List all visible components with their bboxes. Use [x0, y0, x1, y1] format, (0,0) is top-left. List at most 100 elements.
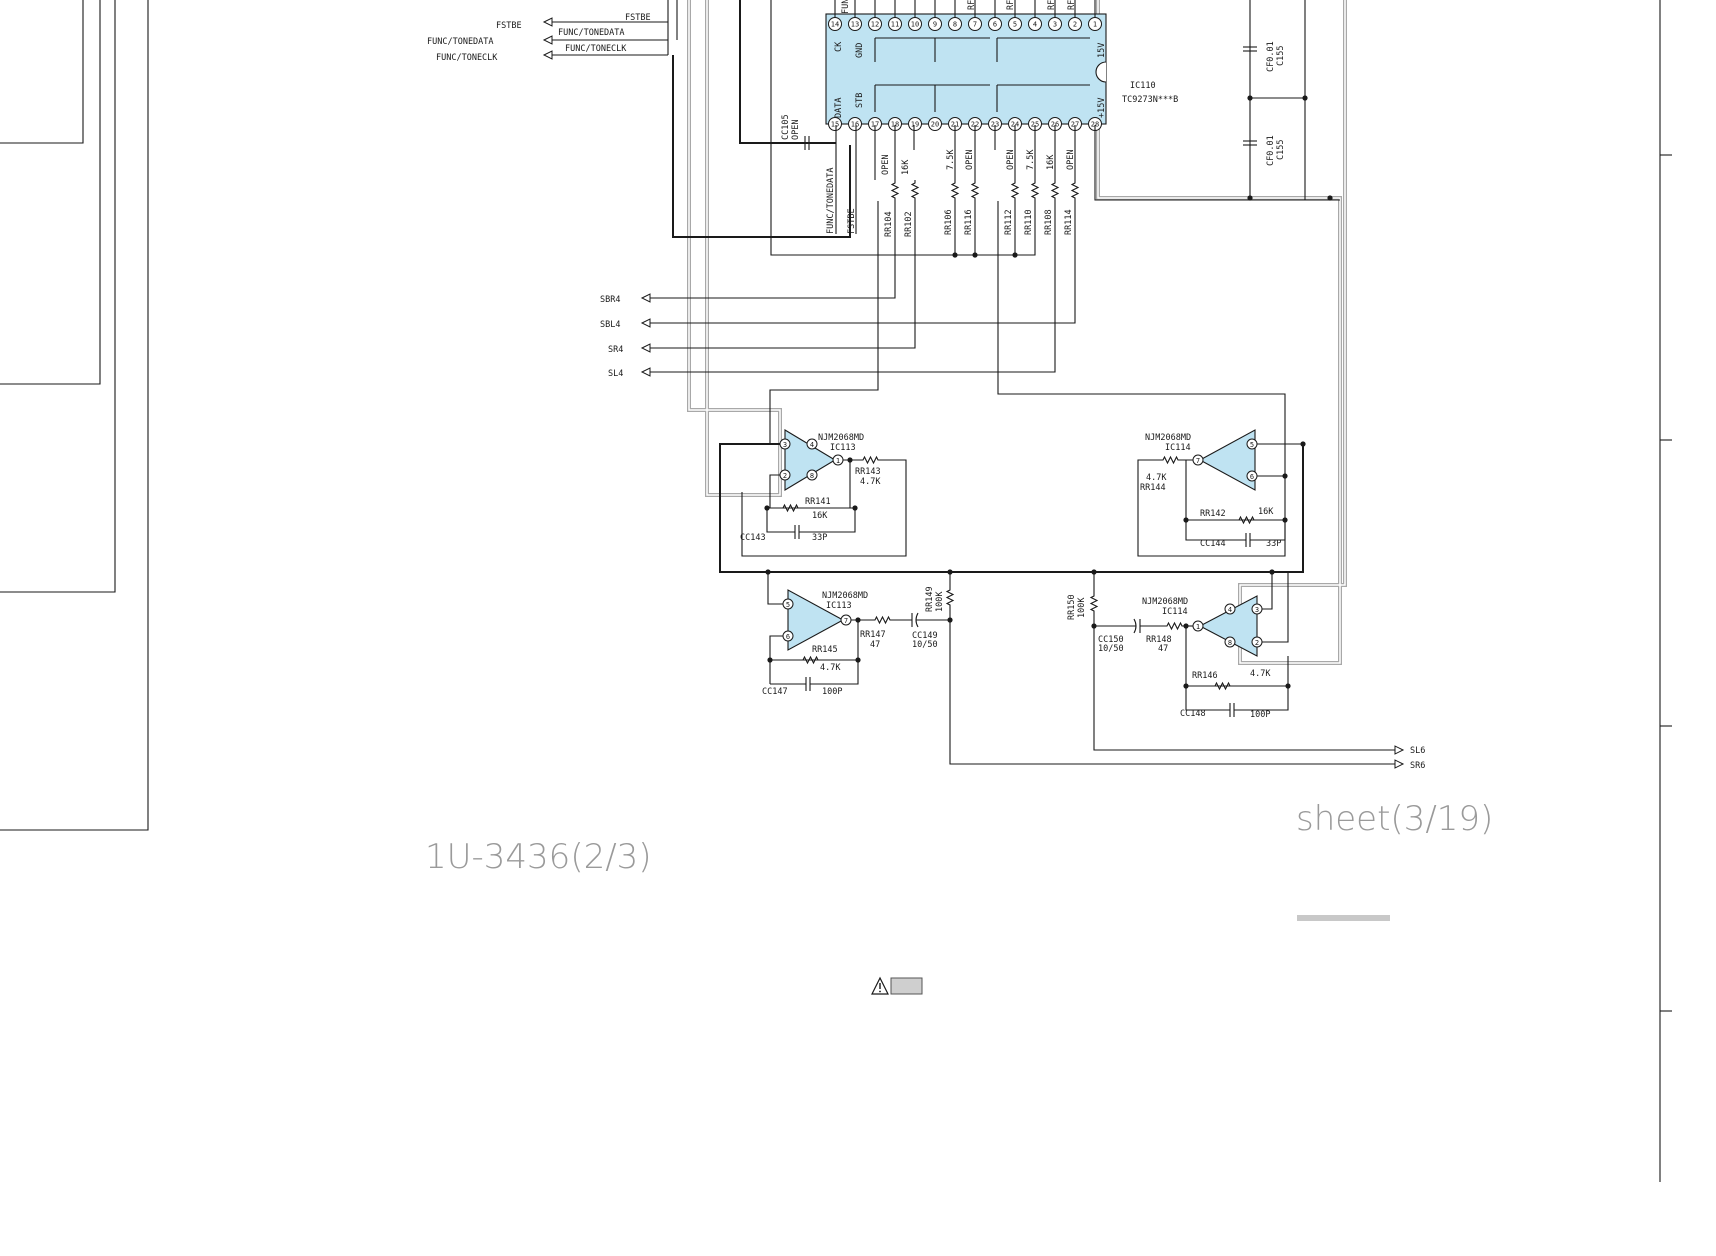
ic110-top-pin-6-number: 6	[993, 21, 997, 29]
ic110-top-pin-7-number: 7	[973, 21, 977, 29]
output-sr4: SR4	[608, 345, 623, 355]
cc144-value: 33P	[1266, 539, 1281, 549]
ic110-top-pin-11-number: 11	[891, 21, 899, 29]
ic110-bottom-pin-19	[908, 117, 922, 131]
ic114b-pin3: 3	[1255, 606, 1259, 614]
ic113b-pin6: 6	[786, 633, 790, 641]
ic110-bottom-pin-26-number: 26	[1051, 121, 1059, 129]
rr147-ref: RR147	[860, 630, 886, 640]
ic110-bottom-pin-20-number: 20	[931, 121, 939, 129]
rr141-ref: RR141	[805, 497, 831, 507]
ic113b	[767, 572, 1395, 765]
rr142-ref: RR142	[1200, 509, 1226, 519]
ic110-top-pin-14	[828, 17, 842, 31]
cc149-ref: CC149	[912, 631, 938, 641]
pin-ck-label: CK	[834, 41, 844, 52]
ic110-bottom-pin-22-number: 22	[971, 121, 979, 129]
ic114b-pin2: 2	[1255, 639, 1259, 647]
ic110-bottom-pin-24-number: 24	[1011, 121, 1019, 129]
ic110-bottom-pin-15-number: 15	[831, 121, 839, 129]
under-fstbe-label: FSTBE	[847, 208, 857, 234]
ic110-top-pin-13-number: 13	[851, 21, 859, 29]
rf-partial-2: RF	[1006, 0, 1016, 10]
ic114b-part: NJM2068MD	[1142, 597, 1188, 607]
rr116-value: OPEN	[965, 150, 975, 170]
ic114a	[1137, 429, 1303, 557]
resistor-wires	[650, 0, 1340, 445]
rr146-ref: RR146	[1192, 671, 1218, 681]
rr112-ref: RR112	[1004, 209, 1014, 235]
ic110-top-pin-7	[968, 17, 982, 31]
ic110-top-pin-10-number: 10	[911, 21, 919, 29]
ic110-top-pin-10	[908, 17, 922, 31]
rr144-value: 4.7K	[1146, 473, 1167, 483]
rr148-value: 47	[1158, 644, 1168, 654]
ic110-bottom-pin-18-number: 18	[891, 121, 899, 129]
cf-cap2-ref: C155	[1276, 140, 1286, 160]
top-signal-wires	[552, 0, 851, 238]
rr110-ref: RR110	[1024, 209, 1034, 235]
ic110-top-pin-2	[1068, 17, 1082, 31]
rr150-value: 100K	[1077, 597, 1087, 618]
ic113a-pin2: 2	[783, 472, 787, 480]
ic113a-part: NJM2068MD	[818, 433, 864, 443]
rr150-ref: RR150	[1067, 594, 1077, 620]
ic110-bottom-pin-19-number: 19	[911, 121, 919, 129]
ic113b-pin7: 7	[844, 617, 848, 625]
rr102-value: 16K	[901, 159, 911, 175]
ic110-part: TC9273N***B	[1122, 95, 1178, 105]
ic110-top-pin-9	[928, 17, 942, 31]
ic113a-pin4: 4	[810, 441, 814, 449]
ic110-top-pin-4-number: 4	[1033, 21, 1037, 29]
ic114b-ref: IC114	[1162, 607, 1188, 617]
cc148-value: 100P	[1250, 710, 1270, 720]
pin-gnd-label: GND	[855, 43, 865, 58]
left-frame-boxes	[0, 0, 149, 831]
output-sl6: SL6	[1410, 746, 1425, 756]
cc147-ref: CC147	[762, 687, 788, 697]
ic114a-pin5: 5	[1250, 441, 1254, 449]
sheet-label: sheet(3/19)	[1296, 799, 1493, 839]
ic110-top-pin-6	[988, 17, 1002, 31]
output-sbl4: SBL4	[600, 320, 620, 330]
rf-partial-1: RF	[967, 0, 977, 10]
ic110-top-pin-1-number: 1	[1093, 21, 1097, 29]
ic110-top-pin-5	[1008, 17, 1022, 31]
ic110-top-pin-12	[868, 17, 882, 31]
cc147-value: 100P	[822, 687, 842, 697]
ic110-bottom-pin-17-number: 17	[871, 121, 879, 129]
ic110-top-pin-11	[888, 17, 902, 31]
ic110-bottom-pin-16-number: 16	[851, 121, 859, 129]
cc148-ref: CC148	[1180, 709, 1206, 719]
right-border	[1659, 0, 1672, 1182]
ic110-bottom-pin-20	[928, 117, 942, 131]
ic110-ref: IC110	[1130, 81, 1156, 91]
ic110-top-pin-8-number: 8	[953, 21, 957, 29]
rr148-ref: RR148	[1146, 635, 1172, 645]
cc143-value: 33P	[812, 533, 827, 543]
ic110-bottom-pin-15	[828, 117, 842, 131]
pin-stb-label: STB	[855, 93, 865, 108]
rr145-value: 4.7K	[820, 663, 841, 673]
ic110-top-pin-8	[948, 17, 962, 31]
rr149-ref: RR149	[925, 586, 935, 612]
ic114b-pin4: 4	[1228, 606, 1232, 614]
func-partial-label: FUNC/T	[841, 0, 851, 14]
ic113b-pin5: 5	[786, 601, 790, 609]
rr114-ref: RR114	[1064, 209, 1074, 235]
pin-p15v-label: +15V	[1097, 98, 1107, 118]
rr142-value: 16K	[1258, 507, 1274, 517]
ic110-top-pin-14-number: 14	[831, 21, 839, 29]
output-sbr4: SBR4	[600, 295, 620, 305]
ic110-top-pin-1	[1088, 17, 1102, 31]
ic110-top-pin-12-number: 12	[871, 21, 879, 29]
tonedata-in-label: FUNC/TONEDATA	[558, 28, 625, 38]
cf-cap1-ref: C155	[1276, 46, 1286, 66]
fstbe-in-label: FSTBE	[625, 13, 651, 23]
bus-lines	[687, 0, 1347, 665]
ic110-top-pin-3-number: 3	[1053, 21, 1057, 29]
ic110-top-pin-3	[1048, 17, 1062, 31]
rr110-value: 7.5K	[1026, 149, 1036, 170]
ic113a-pin1: 1	[836, 457, 840, 465]
under-tonedata-label: FUNC/TONEDATA	[826, 167, 836, 234]
